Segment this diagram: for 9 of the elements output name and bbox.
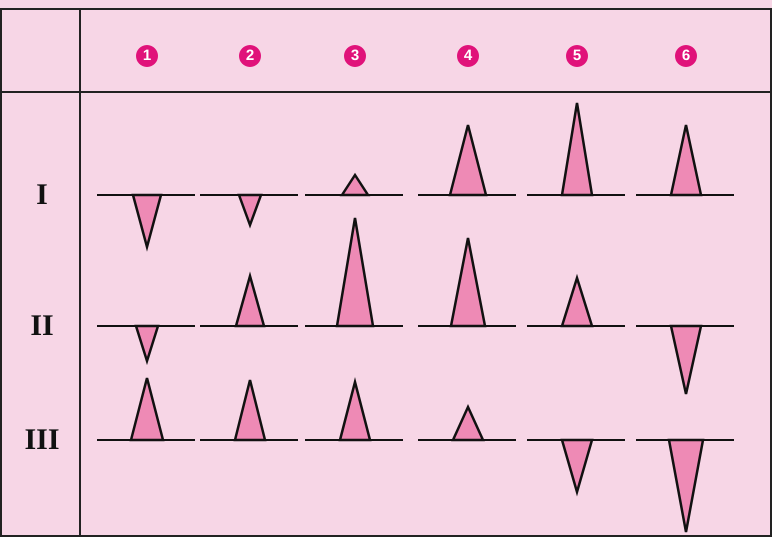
row-label: II: [29, 310, 55, 342]
column-number: 3: [344, 45, 366, 67]
column-number: 1: [136, 45, 158, 67]
row-label: I: [35, 179, 49, 211]
row-label: III: [23, 424, 61, 456]
column-number: 2: [239, 45, 261, 67]
column-number: 6: [675, 45, 697, 67]
column-number: 5: [566, 45, 588, 67]
column-number: 4: [457, 45, 479, 67]
